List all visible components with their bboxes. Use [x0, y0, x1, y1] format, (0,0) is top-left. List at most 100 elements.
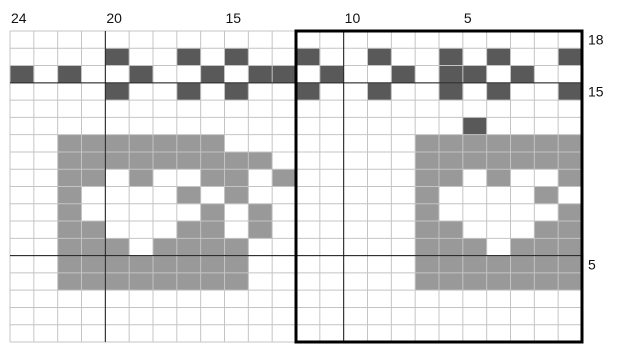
medium-stitch [511, 135, 535, 153]
medium-stitch [558, 256, 582, 274]
medium-stitch [153, 238, 177, 256]
dark-stitch [391, 66, 415, 84]
medium-stitch [487, 273, 511, 291]
dark-stitch [225, 48, 249, 66]
medium-stitch [511, 256, 535, 274]
medium-stitch [177, 238, 201, 256]
medium-stitch [487, 152, 511, 170]
medium-stitch [511, 238, 535, 256]
medium-stitch [225, 187, 249, 205]
medium-stitch [439, 152, 463, 170]
medium-stitch [225, 152, 249, 170]
medium-stitch [487, 169, 511, 187]
medium-stitch [463, 238, 487, 256]
medium-stitch [558, 152, 582, 170]
medium-stitch [201, 256, 225, 274]
medium-stitch [463, 152, 487, 170]
medium-stitch [201, 221, 225, 239]
medium-stitch [201, 273, 225, 291]
medium-stitch [82, 169, 106, 187]
medium-stitch [58, 135, 82, 153]
row-number-label: 5 [588, 256, 596, 272]
medium-stitch [415, 169, 439, 187]
medium-stitch [534, 152, 558, 170]
medium-stitch [105, 256, 129, 274]
medium-stitch [225, 169, 249, 187]
medium-stitch [558, 221, 582, 239]
dark-stitch [201, 66, 225, 84]
medium-stitch [153, 256, 177, 274]
dark-stitch [487, 83, 511, 101]
medium-stitch [177, 256, 201, 274]
medium-stitch [534, 256, 558, 274]
medium-stitch [558, 135, 582, 153]
dark-stitch [10, 66, 34, 84]
medium-stitch [105, 273, 129, 291]
medium-stitch [558, 238, 582, 256]
medium-stitch [439, 256, 463, 274]
medium-stitch [58, 238, 82, 256]
medium-stitch [534, 135, 558, 153]
medium-stitch [534, 187, 558, 205]
medium-stitch [105, 238, 129, 256]
medium-stitch [415, 187, 439, 205]
medium-stitch [153, 273, 177, 291]
medium-stitch [511, 152, 535, 170]
medium-stitch [153, 152, 177, 170]
medium-stitch [129, 256, 153, 274]
dark-stitch [296, 83, 320, 101]
medium-stitch [82, 238, 106, 256]
dark-stitch [558, 48, 582, 66]
dark-stitch [320, 66, 344, 84]
medium-stitch [177, 152, 201, 170]
column-number-label: 24 [11, 10, 27, 26]
medium-stitch [58, 273, 82, 291]
dark-stitch [439, 48, 463, 66]
medium-stitch [82, 273, 106, 291]
dark-stitch [487, 48, 511, 66]
medium-stitch [82, 135, 106, 153]
dark-stitch [463, 66, 487, 84]
medium-stitch [58, 187, 82, 205]
medium-stitch [105, 135, 129, 153]
column-number-label: 15 [226, 10, 242, 26]
medium-stitch [415, 135, 439, 153]
medium-stitch [463, 273, 487, 291]
medium-stitch [201, 135, 225, 153]
medium-stitch [201, 204, 225, 222]
medium-stitch [82, 256, 106, 274]
medium-stitch [201, 169, 225, 187]
medium-stitch [177, 135, 201, 153]
dark-stitch [248, 66, 272, 84]
dark-stitch [105, 48, 129, 66]
medium-stitch [129, 135, 153, 153]
medium-stitch [129, 152, 153, 170]
medium-stitch [463, 256, 487, 274]
medium-stitch [415, 273, 439, 291]
row-number-label: 15 [588, 83, 604, 99]
medium-stitch [248, 221, 272, 239]
medium-stitch [439, 238, 463, 256]
column-number-label: 20 [106, 10, 122, 26]
medium-stitch [225, 256, 249, 274]
medium-stitch [463, 135, 487, 153]
medium-stitch [534, 221, 558, 239]
dark-stitch [177, 83, 201, 101]
dark-stitch [296, 48, 320, 66]
medium-stitch [534, 273, 558, 291]
medium-stitch [415, 204, 439, 222]
medium-stitch [439, 135, 463, 153]
medium-stitch [534, 238, 558, 256]
medium-stitch [58, 204, 82, 222]
medium-stitch [415, 221, 439, 239]
medium-stitch [58, 152, 82, 170]
medium-stitch [415, 238, 439, 256]
column-number-label: 10 [345, 10, 361, 26]
medium-stitch [58, 256, 82, 274]
medium-stitch [248, 152, 272, 170]
medium-stitch [58, 221, 82, 239]
dark-stitch [463, 117, 487, 135]
medium-stitch [225, 238, 249, 256]
dark-stitch [368, 48, 392, 66]
